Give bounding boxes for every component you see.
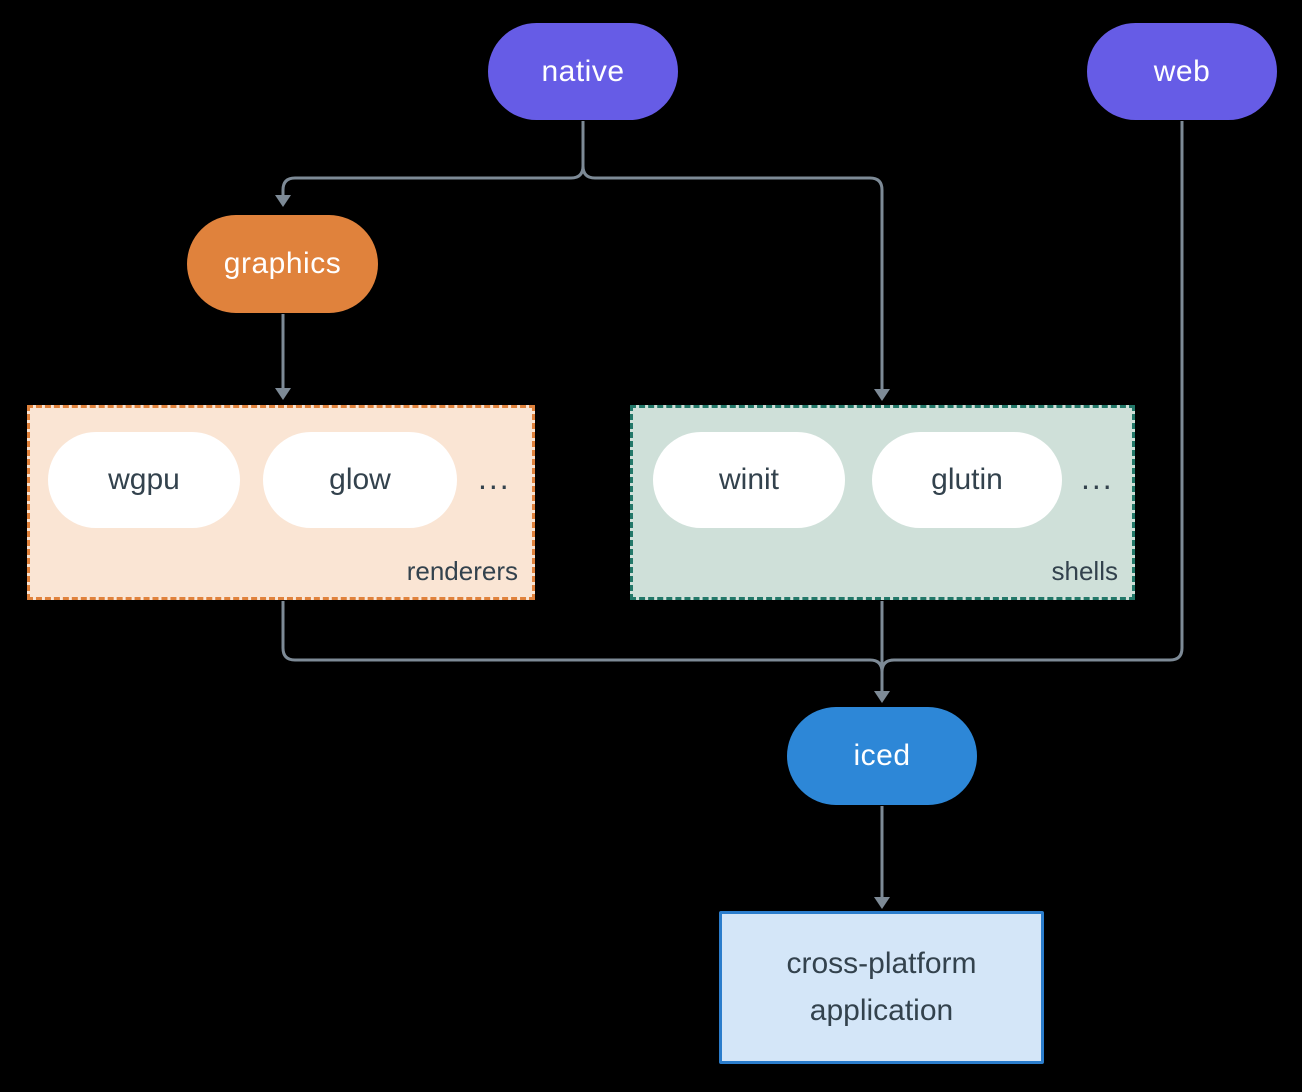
node-graphics-label: graphics xyxy=(223,247,342,280)
node-iced: iced xyxy=(787,707,977,805)
group-renderers: wgpu glow ... renderers xyxy=(27,405,535,600)
application-label-line2: application xyxy=(809,993,954,1027)
node-graphics: graphics xyxy=(187,215,378,313)
node-cross-platform-application: cross-platform application xyxy=(719,911,1044,1064)
shells-ellipsis: ... xyxy=(1081,460,1114,496)
arrowhead-application xyxy=(874,897,890,909)
edge-native-to-graphics xyxy=(281,121,585,196)
application-label-line1: cross-platform xyxy=(786,947,977,980)
arrowhead-shells xyxy=(874,389,890,401)
edge-native-to-shells xyxy=(581,121,884,390)
node-native-label: native xyxy=(541,54,625,88)
arrowhead-iced xyxy=(874,691,890,703)
arrowhead-renderers xyxy=(275,388,291,400)
renderers-group-label: renderers xyxy=(406,556,518,586)
node-iced-label: iced xyxy=(853,739,911,772)
node-web: web xyxy=(1087,23,1277,120)
node-wgpu: wgpu xyxy=(48,432,240,528)
node-glutin: glutin xyxy=(872,432,1062,528)
edge-web-to-iced xyxy=(880,121,1184,691)
edge-renderers-to-iced xyxy=(281,601,884,691)
node-glutin-label: glutin xyxy=(931,463,1003,496)
node-glow-label: glow xyxy=(329,463,391,496)
node-wgpu-label: wgpu xyxy=(108,463,180,496)
arrowhead-graphics xyxy=(275,195,291,207)
node-web-label: web xyxy=(1153,54,1211,88)
node-winit: winit xyxy=(653,432,845,528)
node-winit-label: winit xyxy=(718,463,779,496)
renderers-ellipsis: ... xyxy=(478,460,511,496)
group-shells: winit glutin ... shells xyxy=(630,405,1135,600)
node-native: native xyxy=(488,23,678,120)
node-glow: glow xyxy=(263,432,457,528)
shells-group-label: shells xyxy=(1051,556,1118,586)
